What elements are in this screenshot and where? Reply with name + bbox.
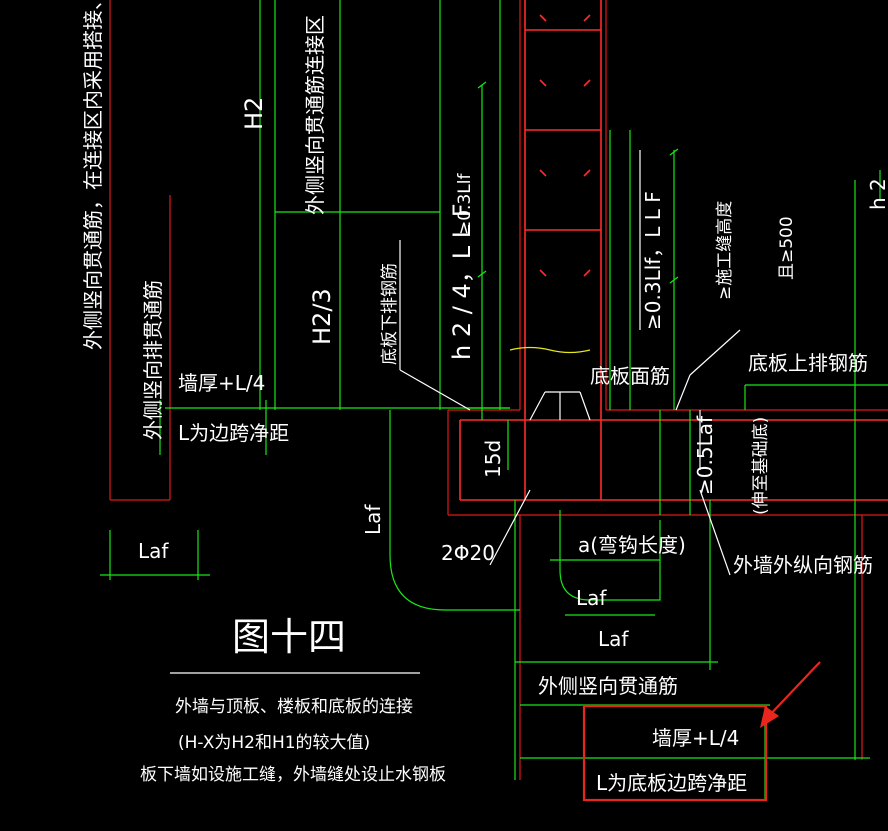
label-lap-315-right: ≥0.3Llf，L L F: [641, 191, 665, 330]
label-laf-bottom2: Laf: [598, 627, 629, 651]
label-edge-span-right: L为底板边跨净距: [596, 771, 747, 795]
dimension-lines: [100, 0, 888, 800]
highlight-annotation: [582, 661, 821, 802]
label-half-laf: ≥0.5Laf: [693, 415, 717, 495]
label-wall-thickness-left: 墙厚+L/4: [178, 371, 265, 395]
label-h2: H2: [240, 97, 268, 130]
label-into-base: (伸至基础底): [751, 417, 771, 515]
label-slab-top-bar: 底板上排钢筋: [748, 351, 868, 375]
caption-line-2: (H-X为H2和H1的较大值): [178, 733, 370, 753]
label-laf-vertical: Laf: [361, 504, 385, 535]
label-h2-third: H2/3: [308, 288, 336, 345]
label-laf-bottom1: Laf: [576, 586, 607, 610]
label-construction-joint-2: 且≥500: [777, 216, 797, 280]
label-far-right-partial: h 2: [866, 178, 888, 210]
label-left-vertical-rebar: 外侧竖向排贯通筋: [141, 280, 165, 440]
label-hook-length: a(弯钩长度): [578, 533, 686, 557]
label-h-quarter: h 2 / 4，L L F: [448, 203, 476, 360]
label-wall-thickness-right: 墙厚+L/4: [652, 726, 739, 750]
arrow-head-icon: [760, 706, 779, 728]
label-left-vertical-note: 外侧竖向贯通筋，在连接区内采用搭接、机械连接: [81, 0, 105, 350]
caption-line-3: 板下墙如设施工缝，外墙缝处设止水钢板: [140, 765, 446, 785]
label-slab-bottom-bar: 底板下排钢筋: [380, 263, 400, 365]
label-edge-span-left: L为边跨净距: [178, 421, 289, 445]
caption-line-1: 外墙与顶板、楼板和底板的连接: [175, 697, 413, 717]
label-slab-face-bar: 底板面筋: [590, 364, 670, 388]
leader-lines: [170, 150, 741, 674]
label-lap-315: ≥0.3Llf: [455, 173, 475, 235]
label-2phi20: 2Φ20: [441, 541, 495, 565]
label-15d: 15d: [481, 440, 505, 478]
label-construction-joint: ≥施工缝高度: [715, 201, 735, 300]
label-outer-vertical-bar: 外侧竖向贯通筋: [538, 674, 678, 698]
concrete-outline: [109, 0, 888, 780]
figure-title: 图十四: [232, 615, 346, 659]
label-laf-left: Laf: [138, 539, 169, 563]
label-outer-long-bar: 外墙外纵向钢筋: [733, 553, 873, 577]
rebar-lines: [459, 0, 888, 501]
label-connection-zone: 外侧竖向贯通筋连接区: [303, 15, 327, 215]
